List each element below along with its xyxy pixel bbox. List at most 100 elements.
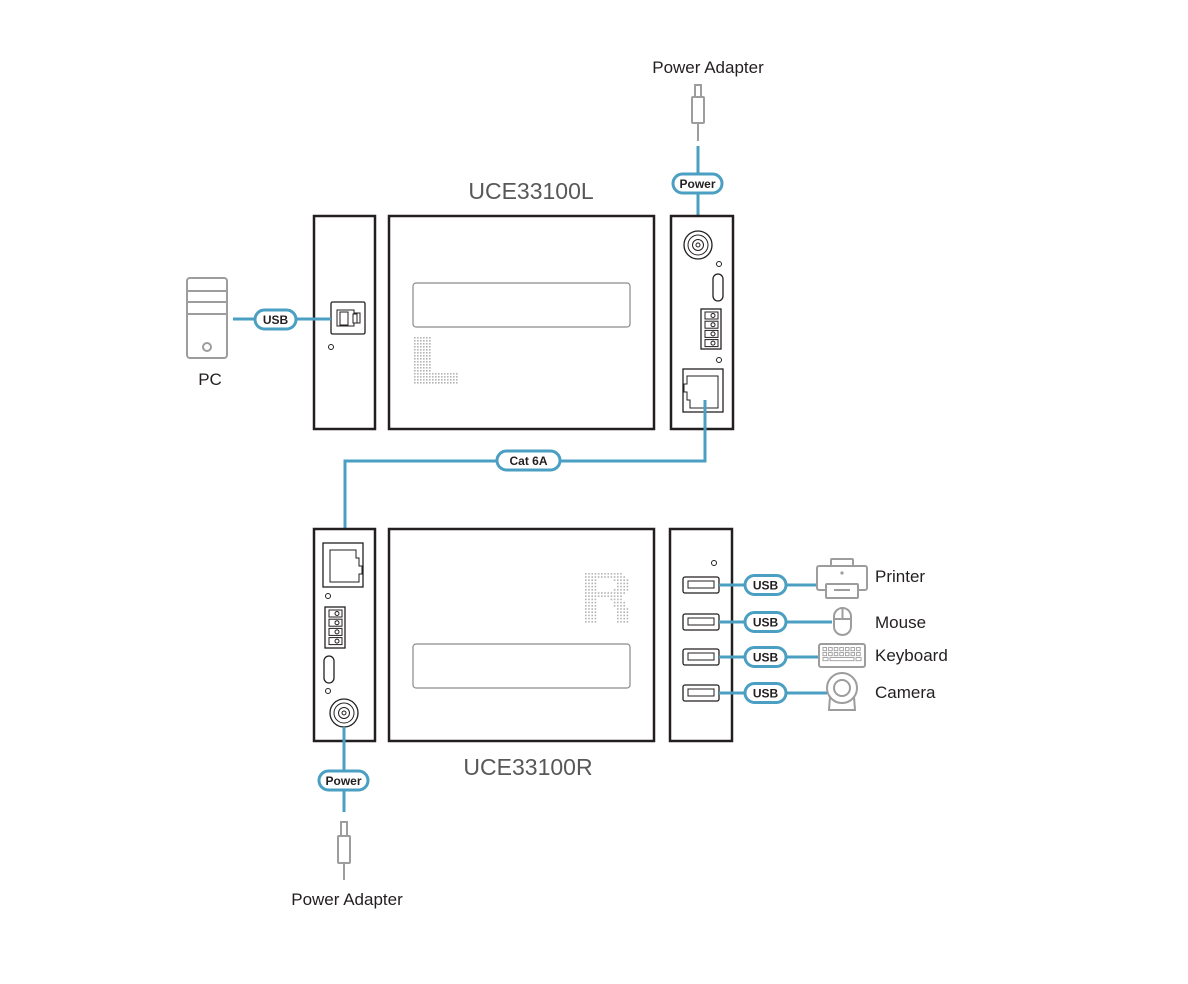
- watermark-dot: [414, 346, 416, 348]
- watermark-dot: [617, 589, 619, 591]
- watermark-dot: [594, 611, 597, 613]
- remote-unit-watermark: [585, 573, 629, 623]
- watermark-dot: [607, 595, 609, 597]
- watermark-dot: [423, 361, 425, 363]
- local-unit-body: [387, 214, 656, 431]
- watermark-dot: [617, 605, 619, 607]
- watermark-dot: [429, 343, 431, 345]
- watermark-dot: [585, 585, 587, 588]
- watermark-dot: [617, 614, 619, 617]
- watermark-dot: [585, 608, 587, 610]
- watermark-dot: [620, 579, 622, 581]
- watermark-dot: [597, 595, 600, 597]
- watermark-dot: [426, 358, 428, 360]
- watermark-dot: [613, 601, 616, 604]
- watermark-dot: [423, 352, 425, 354]
- watermark-dot: [417, 337, 419, 339]
- keyboard-key: [822, 647, 828, 652]
- watermark-dot: [414, 379, 416, 381]
- terminal-block: [324, 606, 346, 649]
- watermark-dot: [613, 579, 616, 581]
- remote-unit-front-panel: [412, 643, 631, 689]
- watermark-dot: [426, 376, 428, 378]
- watermark-dot: [594, 573, 597, 575]
- watermark-dot: [414, 343, 416, 345]
- watermark-dot: [426, 382, 428, 384]
- watermark-dot: [420, 361, 422, 363]
- watermark-dot: [423, 364, 425, 366]
- watermark-dot: [594, 576, 597, 578]
- watermark-dot: [620, 573, 622, 575]
- keyboard-spacebar: [829, 657, 855, 662]
- watermark-dot: [620, 598, 622, 601]
- watermark-dot: [588, 582, 590, 585]
- watermark-dot: [429, 361, 431, 363]
- watermark-dot: [591, 611, 593, 613]
- power-plug-icon: [337, 821, 351, 880]
- watermark-dot: [617, 611, 619, 613]
- watermark-dot: [417, 355, 419, 357]
- watermark-dot: [426, 352, 428, 354]
- watermark-dot: [623, 608, 625, 610]
- pc-label: PC: [198, 370, 222, 389]
- watermark-dot: [426, 373, 428, 375]
- watermark-dot: [617, 592, 619, 594]
- usb-cable-pc-label: USB: [263, 313, 289, 327]
- watermark-dot: [620, 582, 622, 585]
- watermark-dot: [426, 379, 428, 381]
- keyboard-key: [828, 652, 833, 657]
- watermark-dot: [420, 379, 422, 381]
- watermark-dot: [623, 621, 625, 623]
- watermark-dot: [423, 358, 425, 360]
- dc-power-jack: [329, 698, 359, 728]
- cat6a-cable-tag: Cat 6A: [495, 449, 562, 472]
- usb-cable-tag: USB: [743, 646, 788, 668]
- watermark-dot: [620, 576, 622, 578]
- watermark-dot: [620, 617, 622, 620]
- watermark-dot: [417, 358, 419, 360]
- watermark-dot: [429, 382, 431, 384]
- watermark-dot: [610, 595, 613, 597]
- watermark-dot: [588, 605, 590, 607]
- watermark-dot: [447, 379, 449, 381]
- watermark-dot: [610, 573, 613, 575]
- watermark-dot: [456, 373, 458, 375]
- watermark-dot: [414, 376, 416, 378]
- watermark-dot: [607, 573, 609, 575]
- watermark-dot: [585, 601, 587, 604]
- watermark-dot: [426, 355, 428, 357]
- watermark-dot: [429, 337, 431, 339]
- watermark-dot: [417, 376, 419, 378]
- watermark-dot: [617, 585, 619, 588]
- watermark-dot: [429, 349, 431, 351]
- watermark-dot: [456, 382, 458, 384]
- watermark-dot: [444, 373, 446, 375]
- watermark-dot: [604, 592, 606, 594]
- watermark-dot: [441, 379, 443, 381]
- watermark-dot: [620, 595, 622, 597]
- keyboard-key: [822, 657, 829, 662]
- usb-a-port-slot: [687, 617, 715, 626]
- watermark-dot: [591, 601, 593, 604]
- watermark-dot: [417, 340, 419, 342]
- watermark-dot: [435, 379, 437, 381]
- terminal-pin: [704, 329, 719, 338]
- watermark-dot: [623, 579, 625, 581]
- watermark-dot: [426, 340, 428, 342]
- watermark-dot: [623, 592, 625, 594]
- keyboard-key: [856, 652, 861, 657]
- watermark-dot: [438, 379, 440, 381]
- watermark-dot: [594, 621, 597, 623]
- keyboard-icon: [818, 643, 866, 668]
- watermark-dot: [426, 364, 428, 366]
- watermark-dot: [420, 346, 422, 348]
- rj45-port: [682, 368, 724, 413]
- watermark-dot: [585, 592, 587, 594]
- watermark-dot: [429, 379, 431, 381]
- watermark-dot: [623, 601, 625, 604]
- watermark-dot: [429, 358, 431, 360]
- watermark-dot: [591, 605, 593, 607]
- terminal-pin: [328, 618, 343, 627]
- watermark-dot: [585, 573, 587, 575]
- watermark-dot: [420, 352, 422, 354]
